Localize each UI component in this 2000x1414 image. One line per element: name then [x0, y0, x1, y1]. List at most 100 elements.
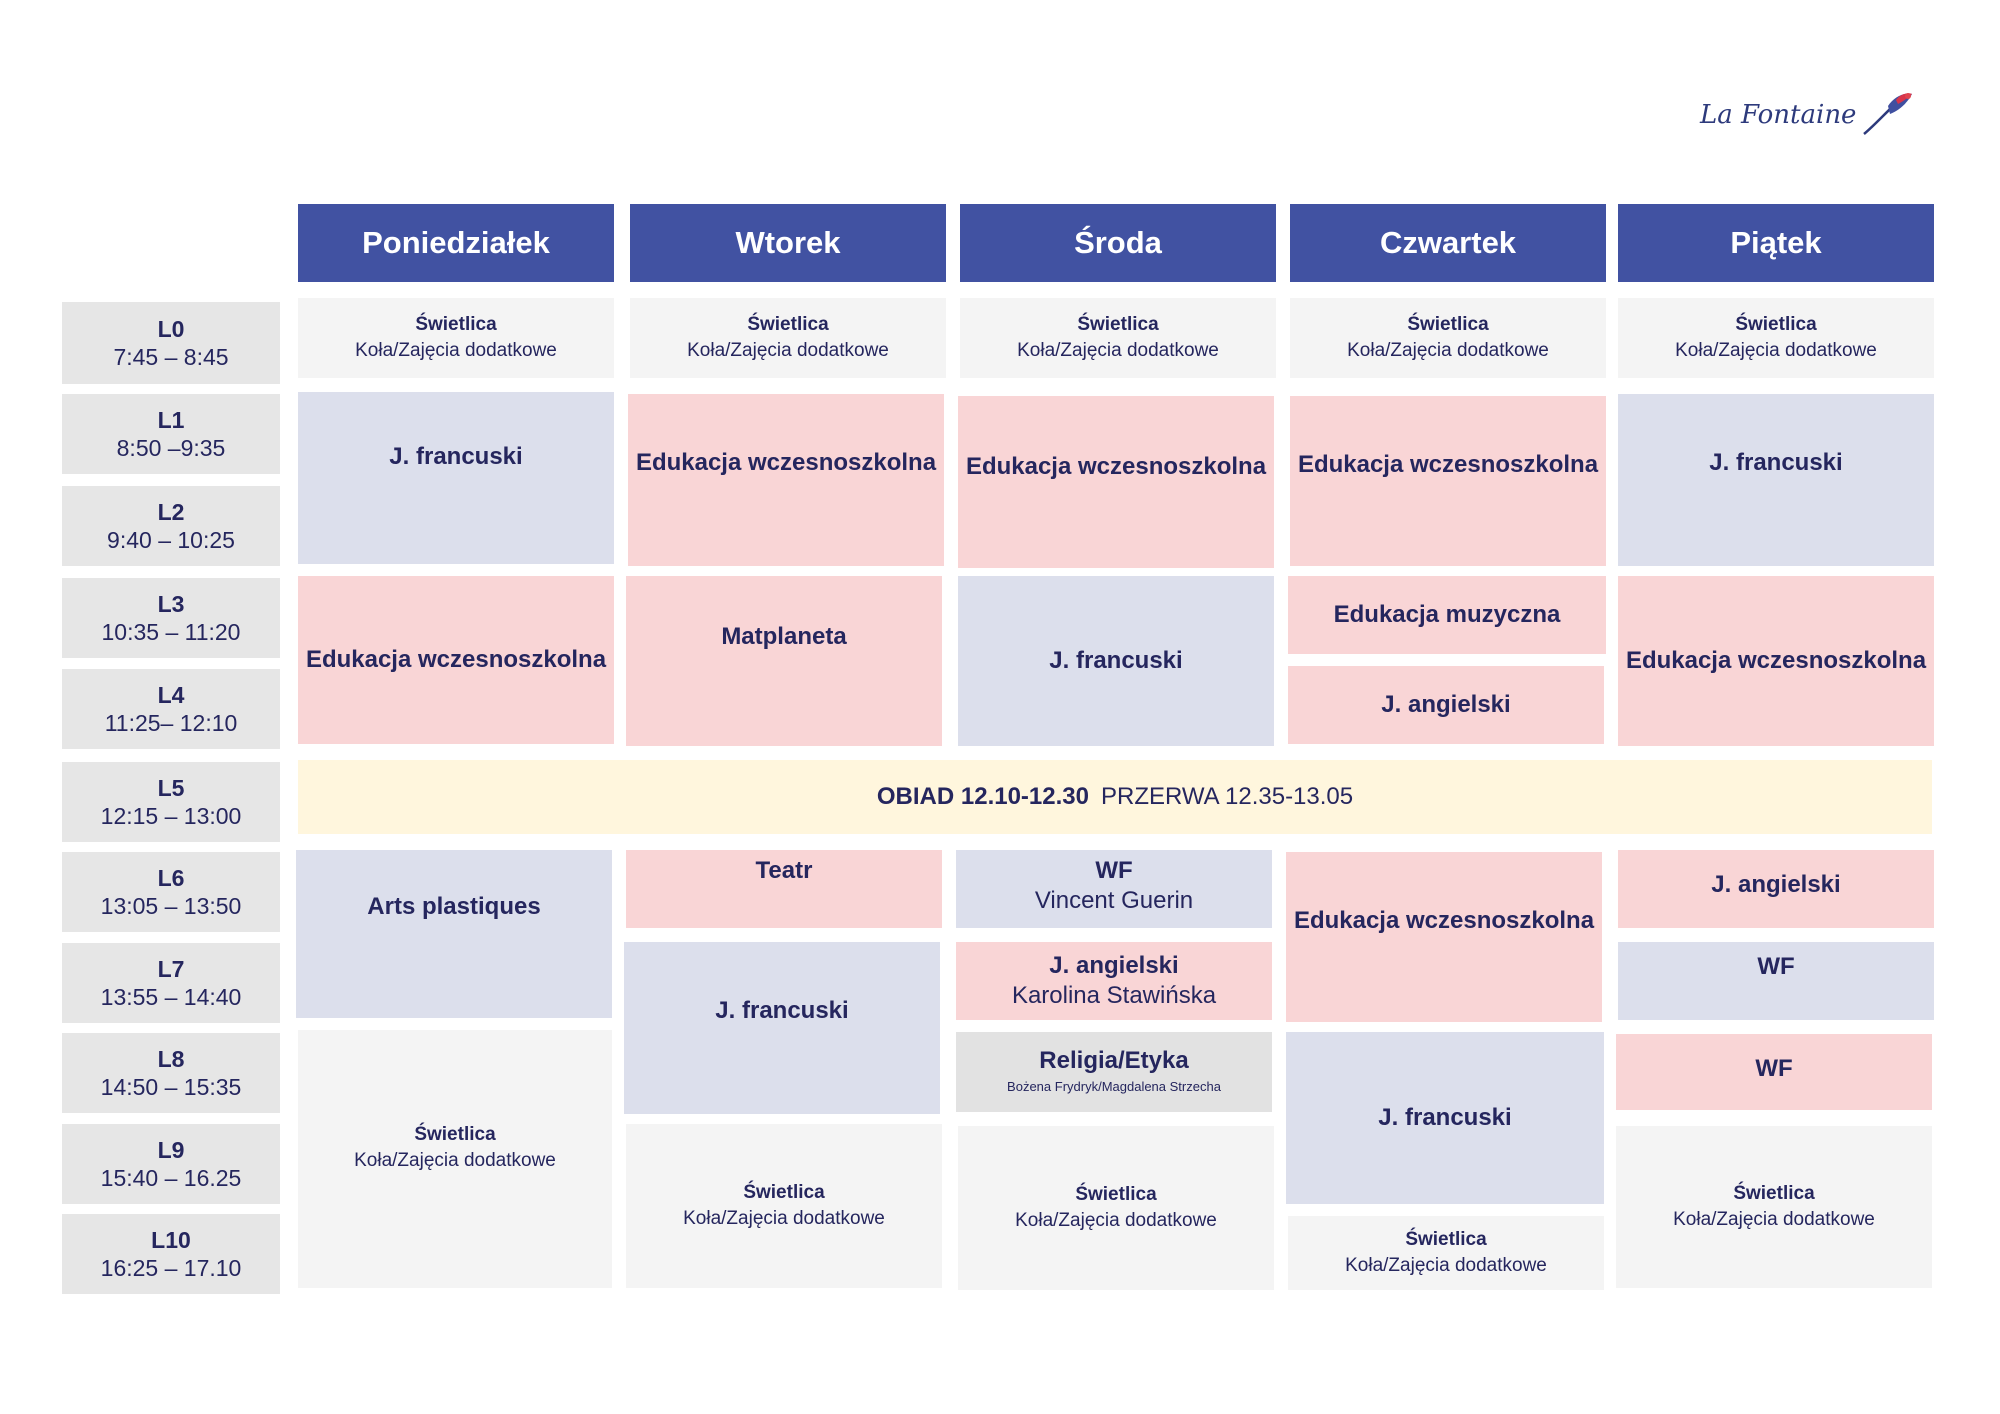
swietlica-subtitle: Koła/Zajęcia dodatkowe — [1015, 1210, 1217, 1231]
class-thursday-l1-l2: Edukacja wczesnoszkolna — [1290, 396, 1606, 566]
lesson-label: L3 — [157, 591, 185, 617]
teacher-name: Bożena Frydryk/Magdalena Strzecha — [1007, 1079, 1221, 1094]
la-fontaine-logo: La Fontaine — [1700, 88, 1920, 142]
lesson-hours: 12:15 – 13:00 — [100, 803, 242, 829]
break-label: PRZERWA 12.35-13.05 — [1100, 783, 1354, 810]
swietlica-subtitle: Koła/Zajęcia dodatkowe — [687, 340, 889, 361]
lesson-hours: 13:55 – 14:40 — [100, 984, 242, 1010]
swietlica-monday-morning: Świetlica Koła/Zajęcia dodatkowe — [298, 298, 614, 378]
day-header-tuesday: Wtorek — [630, 204, 946, 282]
lesson-label: L6 — [157, 865, 185, 891]
subject-name: Teatr — [755, 857, 813, 884]
lesson-time-l7: L7 13:55 – 14:40 — [62, 943, 280, 1023]
lesson-time-l4: L4 11:25– 12:10 — [62, 669, 280, 749]
swietlica-title: Świetlica — [1075, 1184, 1157, 1205]
lesson-hours: 16:25 – 17.10 — [100, 1255, 242, 1281]
subject-name: WF — [1095, 857, 1133, 884]
class-thursday-l4: J. angielski — [1288, 666, 1604, 744]
subject-name: J. angielski — [1711, 871, 1841, 898]
subject-name: Edukacja wczesnoszkolna — [965, 453, 1267, 480]
swietlica-tuesday-afternoon: Świetlica Koła/Zajęcia dodatkowe — [626, 1124, 942, 1288]
swietlica-monday-afternoon: Świetlica Koła/Zajęcia dodatkowe — [298, 1030, 612, 1288]
swietlica-subtitle: Koła/Zajęcia dodatkowe — [354, 1150, 556, 1171]
swietlica-title: Świetlica — [1077, 314, 1159, 335]
subject-name: Edukacja wczesnoszkolna — [635, 449, 937, 476]
subject-name: Matplaneta — [721, 623, 847, 650]
class-thursday-l6-l7: Edukacja wczesnoszkolna — [1286, 852, 1602, 1022]
lesson-label: L9 — [157, 1137, 185, 1163]
lesson-label: L5 — [157, 775, 185, 801]
class-tuesday-l6: Teatr — [626, 850, 942, 928]
day-header-thursday: Czwartek — [1290, 204, 1606, 282]
class-wednesday-l6: WF Vincent Guerin — [956, 850, 1272, 928]
lesson-time-l3: L3 10:35 – 11:20 — [62, 578, 280, 658]
class-monday-l6-l7: Arts plastiques — [296, 850, 612, 1018]
swietlica-subtitle: Koła/Zajęcia dodatkowe — [1347, 340, 1549, 361]
subject-name: Arts plastiques — [367, 893, 541, 920]
subject-name: J. francuski — [1049, 647, 1183, 674]
class-tuesday-l7-l8: J. francuski — [624, 942, 940, 1114]
subject-name: J. francuski — [1709, 449, 1843, 476]
day-header-friday: Piątek — [1618, 204, 1934, 282]
swietlica-subtitle: Koła/Zajęcia dodatkowe — [683, 1208, 885, 1229]
lesson-hours: 15:40 – 16.25 — [100, 1165, 242, 1191]
swietlica-tuesday-morning: Świetlica Koła/Zajęcia dodatkowe — [630, 298, 946, 378]
logo-text: La Fontaine — [1700, 100, 1857, 130]
swietlica-wednesday-morning: Świetlica Koła/Zajęcia dodatkowe — [960, 298, 1276, 378]
swietlica-title: Świetlica — [747, 314, 829, 335]
lesson-time-l0: L0 7:45 – 8:45 — [62, 302, 280, 384]
class-wednesday-l3-l4: J. francuski — [958, 576, 1274, 746]
subject-name: Edukacja wczesnoszkolna — [1293, 907, 1595, 934]
swietlica-thursday-afternoon: Świetlica Koła/Zajęcia dodatkowe — [1288, 1216, 1604, 1290]
subject-name: WF — [1755, 1055, 1793, 1082]
class-wednesday-l7: J. angielski Karolina Stawińska — [956, 942, 1272, 1020]
class-friday-l7: WF — [1618, 942, 1934, 1020]
lesson-hours: 9:40 – 10:25 — [107, 527, 235, 553]
class-friday-l6: J. angielski — [1618, 850, 1934, 928]
lesson-hours: 13:05 – 13:50 — [100, 893, 242, 919]
class-thursday-l8-l9: J. francuski — [1286, 1032, 1604, 1204]
swietlica-subtitle: Koła/Zajęcia dodatkowe — [355, 340, 557, 361]
class-wednesday-l1-l2: Edukacja wczesnoszkolna — [958, 396, 1274, 568]
lesson-time-l6: L6 13:05 – 13:50 — [62, 852, 280, 932]
class-tuesday-l1-l2: Edukacja wczesnoszkolna — [628, 394, 944, 566]
swietlica-subtitle: Koła/Zajęcia dodatkowe — [1675, 340, 1877, 361]
lunch-label: OBIAD 12.10-12.30 — [876, 783, 1089, 810]
lesson-time-l1: L1 8:50 –9:35 — [62, 394, 280, 474]
lesson-hours: 8:50 –9:35 — [116, 435, 226, 461]
swietlica-title: Świetlica — [1733, 1183, 1815, 1204]
lesson-label: L10 — [151, 1227, 191, 1253]
subject-name: J. francuski — [1378, 1104, 1512, 1131]
swietlica-subtitle: Koła/Zajęcia dodatkowe — [1017, 340, 1219, 361]
lesson-hours: 11:25– 12:10 — [104, 710, 238, 736]
lesson-label: L1 — [157, 407, 185, 433]
lesson-time-l2: L2 9:40 – 10:25 — [62, 486, 280, 566]
lesson-time-l10: L10 16:25 – 17.10 — [62, 1214, 280, 1294]
lesson-label: L4 — [157, 682, 185, 708]
swietlica-subtitle: Koła/Zajęcia dodatkowe — [1345, 1255, 1547, 1276]
swietlica-title: Świetlica — [1407, 314, 1489, 335]
class-tuesday-l3-l4: Matplaneta — [626, 576, 942, 746]
swietlica-title: Świetlica — [415, 314, 497, 335]
subject-name: Religia/Etyka — [1039, 1047, 1189, 1074]
subject-name: Edukacja muzyczna — [1333, 601, 1561, 628]
subject-name: Edukacja wczesnoszkolna — [305, 646, 607, 673]
subject-name: WF — [1757, 953, 1795, 980]
lesson-hours: 7:45 – 8:45 — [113, 344, 229, 370]
swietlica-friday-afternoon: Świetlica Koła/Zajęcia dodatkowe — [1616, 1126, 1932, 1288]
swietlica-thursday-morning: Świetlica Koła/Zajęcia dodatkowe — [1290, 298, 1606, 378]
quill-icon — [1863, 93, 1913, 135]
subject-name: J. francuski — [389, 443, 523, 470]
subject-name: J. francuski — [715, 997, 849, 1024]
lesson-time-l5: L5 12:15 – 13:00 — [62, 762, 280, 842]
swietlica-friday-morning: Świetlica Koła/Zajęcia dodatkowe — [1618, 298, 1934, 378]
day-header-wednesday: Środa — [960, 204, 1276, 282]
lesson-hours: 10:35 – 11:20 — [101, 619, 241, 645]
day-header-monday: Poniedziałek — [298, 204, 614, 282]
subject-name: Edukacja wczesnoszkolna — [1297, 451, 1599, 478]
class-friday-l1-l2: J. francuski — [1618, 394, 1934, 566]
lesson-label: L7 — [157, 956, 185, 982]
swietlica-subtitle: Koła/Zajęcia dodatkowe — [1673, 1209, 1875, 1230]
lesson-hours: 14:50 – 15:35 — [100, 1074, 242, 1100]
lesson-time-l9: L9 15:40 – 16.25 — [62, 1124, 280, 1204]
